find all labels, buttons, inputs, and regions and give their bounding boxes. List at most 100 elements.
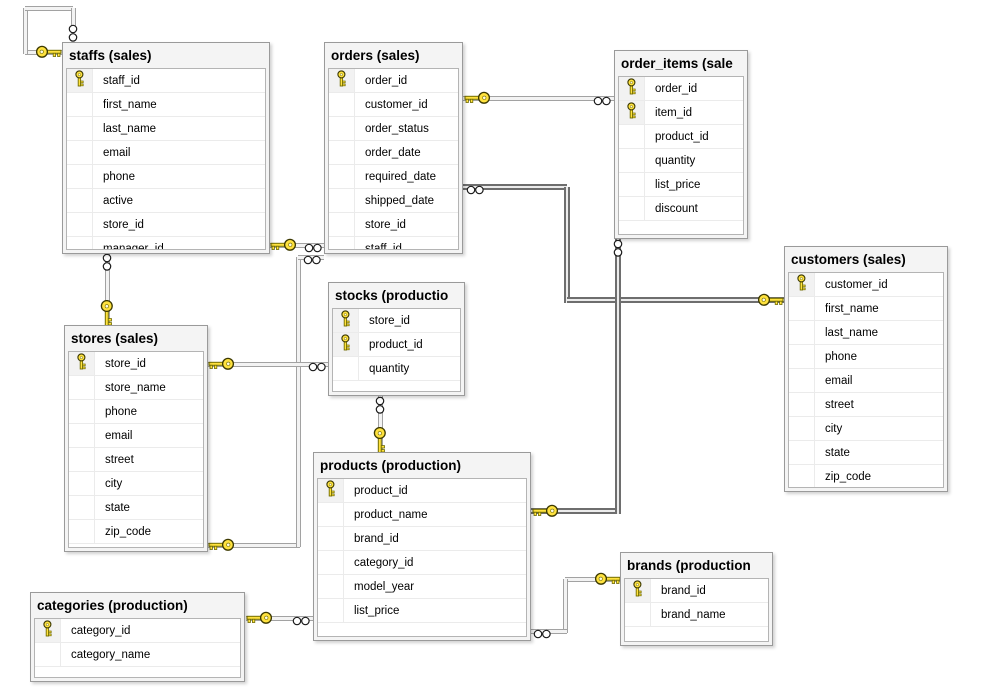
column-row-store_id[interactable]: store_id (67, 213, 265, 237)
table-title-brands[interactable]: brands (production (627, 558, 751, 573)
column-icon-cell (69, 496, 95, 519)
relationship-line-fk-orders-customer-id[interactable] (567, 297, 784, 303)
column-row-store_id[interactable]: store_id (333, 309, 460, 333)
column-row-brand_id[interactable]: brand_id (625, 579, 768, 603)
column-row-first_name[interactable]: first_name (789, 297, 943, 321)
column-row-shipped_date[interactable]: shipped_date (329, 189, 458, 213)
column-row-category_id[interactable]: category_id (318, 551, 526, 575)
relationship-line-fk-products-brand-id[interactable] (563, 579, 568, 633)
table-title-orders[interactable]: orders (sales) (331, 48, 420, 63)
table-title-order_items[interactable]: order_items (sale (621, 56, 733, 71)
column-row-order_status[interactable]: order_status (329, 117, 458, 141)
column-row-email[interactable]: email (69, 424, 203, 448)
relationship-line-fk-products-category-id[interactable] (246, 616, 313, 621)
column-row-required_date[interactable]: required_date (329, 165, 458, 189)
column-row-category_name[interactable]: category_name (35, 643, 240, 667)
primary-key-icon (340, 309, 351, 332)
column-row-category_id[interactable]: category_id (35, 619, 240, 643)
column-row-order_date[interactable]: order_date (329, 141, 458, 165)
relationship-line-fk-orders-store-id[interactable] (298, 255, 324, 260)
column-row-product_id[interactable]: product_id (619, 125, 743, 149)
column-row-street[interactable]: street (69, 448, 203, 472)
column-row-model_year[interactable]: model_year (318, 575, 526, 599)
table-title-stores[interactable]: stores (sales) (71, 331, 159, 346)
column-row-state[interactable]: state (69, 496, 203, 520)
table-staffs[interactable]: staffs (sales) staff_id first_name last_nam… (62, 42, 270, 254)
column-row-phone[interactable]: phone (789, 345, 943, 369)
relationship-line-fk-staffs-manager-id-self[interactable] (23, 8, 28, 54)
column-row-street[interactable]: street (789, 393, 943, 417)
column-row-brand_id[interactable]: brand_id (318, 527, 526, 551)
column-row-customer_id[interactable]: customer_id (789, 273, 943, 297)
column-icon-cell (619, 197, 645, 220)
column-name: store_id (103, 218, 144, 231)
column-row-order_id[interactable]: order_id (619, 77, 743, 101)
column-row-brand_name[interactable]: brand_name (625, 603, 768, 627)
many-endpoint-icon (613, 239, 623, 258)
column-row-phone[interactable]: phone (67, 165, 265, 189)
relationship-line-fk-stocks-store-id[interactable] (208, 362, 328, 367)
relationship-line-fk-products-brand-id[interactable] (565, 577, 620, 582)
column-row-zip_code[interactable]: zip_code (69, 520, 203, 544)
column-row-manager_id[interactable]: manager_id (67, 237, 265, 249)
column-row-staff_id[interactable]: staff_id (329, 237, 458, 249)
column-row-store_name[interactable]: store_name (69, 376, 203, 400)
relationship-line-fk-orders-staff-id[interactable] (270, 243, 324, 248)
column-row-quantity[interactable]: quantity (333, 357, 460, 381)
relationship-line-fk-order-items-order-id[interactable] (463, 96, 614, 101)
column-row-store_id[interactable]: store_id (69, 352, 203, 376)
column-row-first_name[interactable]: first_name (67, 93, 265, 117)
relationship-line-fk-orders-customer-id[interactable] (463, 184, 567, 190)
column-row-city[interactable]: city (69, 472, 203, 496)
column-row-quantity[interactable]: quantity (619, 149, 743, 173)
column-row-customer_id[interactable]: customer_id (329, 93, 458, 117)
relationship-line-fk-orders-store-id[interactable] (296, 257, 301, 547)
column-row-product_name[interactable]: product_name (318, 503, 526, 527)
column-row-product_id[interactable]: product_id (333, 333, 460, 357)
relationship-line-fk-orders-customer-id[interactable] (564, 187, 570, 303)
column-name: first_name (103, 98, 157, 111)
column-row-phone[interactable]: phone (69, 400, 203, 424)
column-row-product_id[interactable]: product_id (318, 479, 526, 503)
column-row-state[interactable]: state (789, 441, 943, 465)
column-row-list_price[interactable]: list_price (619, 173, 743, 197)
column-row-staff_id[interactable]: staff_id (67, 69, 265, 93)
table-title-customers[interactable]: customers (sales) (791, 252, 906, 267)
table-title-staffs[interactable]: staffs (sales) (69, 48, 152, 63)
column-name: city (825, 422, 843, 435)
column-row-last_name[interactable]: last_name (789, 321, 943, 345)
primary-key-icon-cell (625, 579, 651, 602)
table-title-stocks[interactable]: stocks (productio (335, 288, 449, 303)
column-row-email[interactable]: email (789, 369, 943, 393)
column-name: phone (105, 405, 137, 418)
column-row-email[interactable]: email (67, 141, 265, 165)
column-row-last_name[interactable]: last_name (67, 117, 265, 141)
relationship-line-fk-orders-store-id[interactable] (208, 543, 300, 548)
column-row-item_id[interactable]: item_id (619, 101, 743, 125)
column-row-city[interactable]: city (789, 417, 943, 441)
column-icon-cell (67, 141, 93, 164)
column-row-active[interactable]: active (67, 189, 265, 213)
relationship-line-fk-staffs-manager-id-self[interactable] (71, 8, 76, 28)
column-row-list_price[interactable]: list_price (318, 599, 526, 623)
column-row-discount[interactable]: discount (619, 197, 743, 221)
relationship-line-fk-staffs-manager-id-self[interactable] (25, 6, 73, 11)
relationship-line-fk-order-items-product-id[interactable] (531, 508, 621, 514)
relationship-line-fk-order-items-product-id[interactable] (615, 239, 621, 514)
key-endpoint-icon (464, 91, 491, 105)
relationship-line-fk-stocks-product-id[interactable] (378, 396, 383, 452)
table-title-products[interactable]: products (production) (320, 458, 461, 473)
relationship-line-fk-staffs-store-id[interactable] (105, 254, 110, 325)
column-row-store_id[interactable]: store_id (329, 213, 458, 237)
column-row-zip_code[interactable]: zip_code (789, 465, 943, 487)
table-title-categories[interactable]: categories (production) (37, 598, 188, 613)
column-row-order_id[interactable]: order_id (329, 69, 458, 93)
